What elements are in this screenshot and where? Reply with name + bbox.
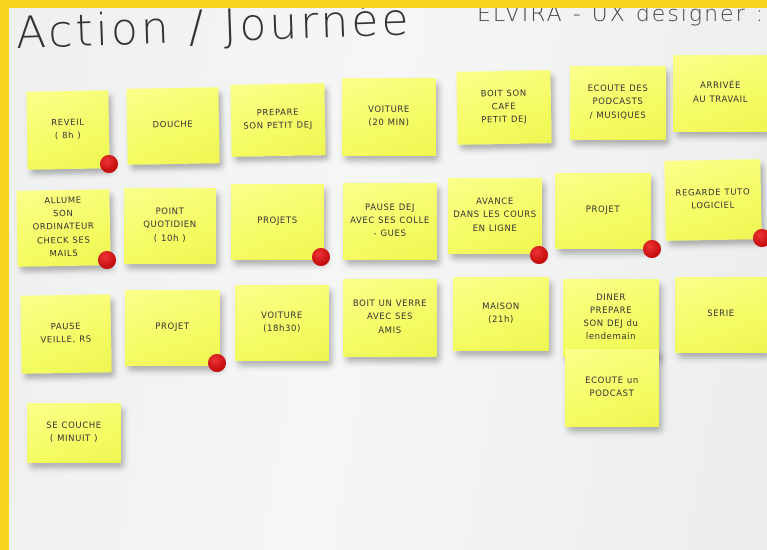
red-dot-sticker <box>312 248 330 266</box>
red-dot-sticker <box>100 155 118 173</box>
sticky-note-boit-verre: BOIT UN VERRE AVEC SES AMIS <box>343 279 437 357</box>
sticky-note-pause-veille: PAUSE VEILLE, RS <box>20 294 112 374</box>
sticky-note-maison: MAISON (21h) <box>453 277 549 351</box>
sticky-note-pause-dej: PAUSE DEJ AVEC SES COLLE - GUES <box>343 183 437 260</box>
red-dot-sticker <box>530 246 548 264</box>
sticky-note-boit-cafe: BOIT SON CAFE PETIT DEJ <box>456 70 552 145</box>
sticky-note-regarde-tuto: REGARDE TUTO LOGICIEL <box>664 159 762 241</box>
sticky-note-douche: DOUCHE <box>126 87 220 165</box>
sticky-note-projet-2: PROJET <box>125 290 220 366</box>
sticky-note-projet-1: PROJET <box>555 173 651 249</box>
sticky-note-se-couche: SE COUCHE ( MINUIT ) <box>27 403 121 463</box>
sticky-note-reveil: REVEIL ( 8h ) <box>26 90 110 170</box>
sticky-note-voiture-18h30: VOITURE (18h30) <box>235 285 329 361</box>
sticky-note-voiture-20min: VOITURE (20 MIN) <box>342 78 436 156</box>
sticky-note-allume-ordinateur: ALLUME SON ORDINATEUR CHECK SES MAILS <box>16 189 111 267</box>
sticky-note-ecoute-podcast: ECOUTE un PODCAST <box>565 349 659 427</box>
sticky-note-projets: PROJETS <box>231 184 324 260</box>
board-author: ELVIRA - UX designer : <box>477 8 766 27</box>
sticky-note-avance-cours: AVANCE DANS LES COURS EN LIGNE <box>448 178 542 254</box>
board-title: Action / Journée <box>15 8 413 59</box>
sticky-note-point-quotidien: POINT QUOTIDIEN ( 10h ) <box>124 188 216 264</box>
red-dot-sticker <box>208 354 226 372</box>
sticky-note-diner: DINER PREPARE SON DEJ du lendemain <box>563 279 659 357</box>
red-dot-sticker <box>753 229 767 247</box>
sticky-note-prepare-petit-dej: PREPARE SON PETIT DEJ <box>230 83 326 157</box>
red-dot-sticker <box>98 251 116 269</box>
sticky-note-arrivee-travail: ARRIVÉE AU TRAVAIL <box>673 55 767 132</box>
sticky-note-ecoute-podcasts: ECOUTE DES PODCASTS / MUSIQUES <box>570 66 666 140</box>
red-dot-sticker <box>643 240 661 258</box>
whiteboard: Action / Journée ELVIRA - UX designer : … <box>9 8 767 550</box>
sticky-note-serie: SERIE <box>675 277 767 353</box>
